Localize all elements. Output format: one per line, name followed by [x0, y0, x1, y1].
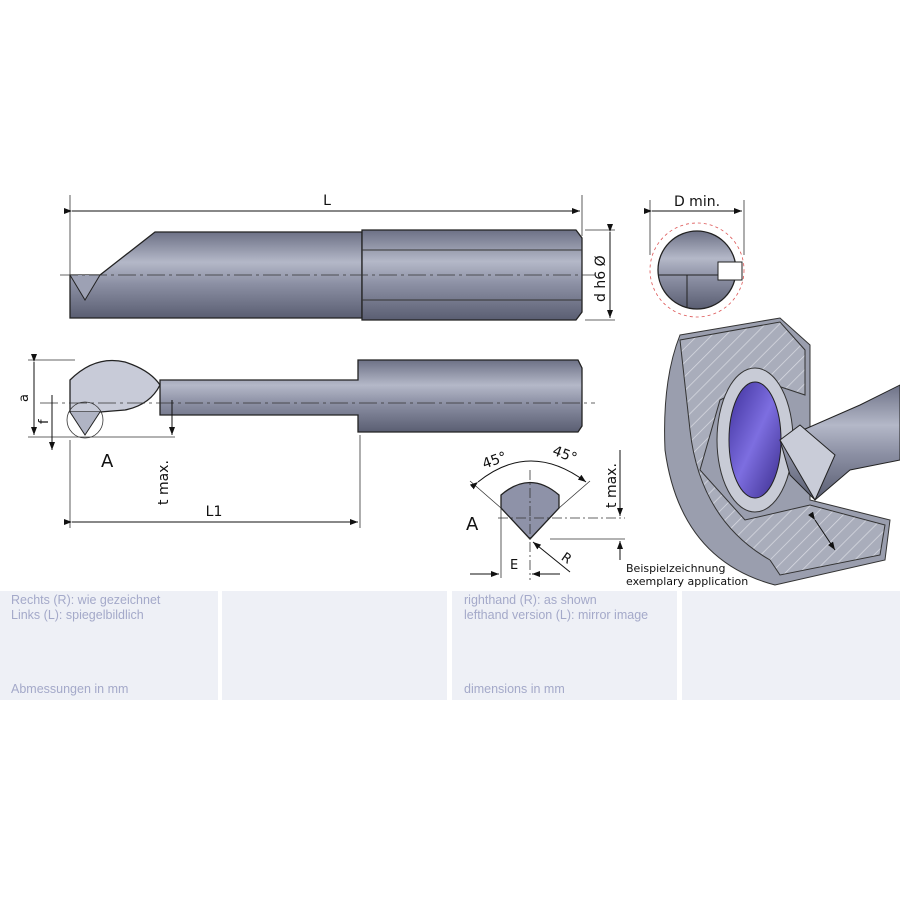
tool-drawing: L d h6 Ø D min. a f A t max. L1	[17, 193, 900, 588]
end-view: D min.	[644, 194, 745, 318]
info-panel-en: righthand (R): as shown lefthand version…	[452, 591, 677, 700]
label-f: f	[37, 419, 52, 424]
handedness-left-en: lefthand version (L): mirror image	[464, 608, 649, 622]
units-en: dimensions in mm	[464, 682, 565, 696]
handedness-right-de: Rechts (R): wie gezeichnet	[11, 593, 161, 607]
empty-panel	[222, 591, 447, 700]
caption-de: Beispielzeichnung	[626, 562, 725, 575]
side-view: L d h6 Ø	[60, 193, 615, 321]
label-t-max: t max.	[156, 460, 172, 505]
label-L1: L1	[206, 504, 223, 520]
label-angle-right: 45°	[550, 443, 579, 467]
detail-a: 45° 45° t max. A E R	[466, 443, 625, 580]
label-a: a	[17, 394, 32, 402]
top-view: a f A t max. L1	[17, 354, 595, 528]
label-t-max-detail: t max.	[604, 463, 620, 508]
application-illustration	[664, 317, 900, 586]
units-de: Abmessungen in mm	[11, 682, 129, 696]
label-d-h6: d h6 Ø	[593, 255, 609, 302]
label-D-min: D min.	[674, 194, 720, 210]
label-L: L	[323, 193, 331, 209]
handedness-left-de: Links (L): spiegelbildlich	[11, 608, 144, 622]
empty-panel	[682, 591, 900, 700]
label-A: A	[101, 451, 114, 472]
handedness-right-en: righthand (R): as shown	[464, 593, 597, 607]
info-panel-de: Rechts (R): wie gezeichnet Links (L): sp…	[0, 591, 218, 700]
label-detail-A: A	[466, 514, 479, 535]
label-E: E	[510, 558, 518, 573]
label-angle-left: 45°	[480, 449, 509, 473]
caption-en: exemplary application	[626, 575, 748, 588]
